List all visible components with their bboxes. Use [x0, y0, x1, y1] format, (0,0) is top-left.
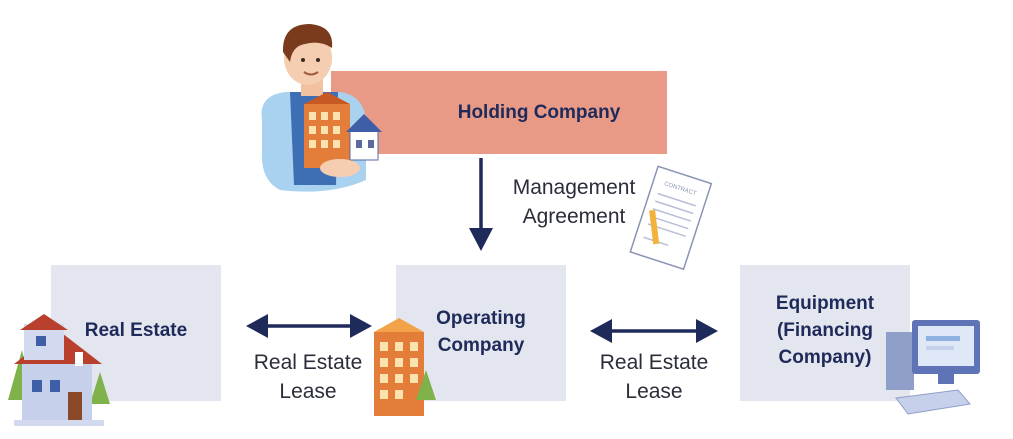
house-icon — [8, 314, 110, 426]
businessman-icon — [261, 24, 382, 192]
office-building-icon — [374, 318, 436, 416]
computer-icon — [886, 320, 980, 415]
operating-company-label: Operating Company — [436, 308, 526, 356]
equipment-label: Equipment (Financing Company) — [775, 293, 875, 368]
management-agreement-label: Management Agreement — [512, 176, 636, 228]
real-estate-lease-label-left: Real Estate Lease — [253, 351, 363, 403]
equipment-box: Equipment (Financing Company) — [740, 265, 910, 401]
lease-arrow-right — [590, 319, 718, 343]
real-estate-label: Real Estate — [84, 320, 188, 341]
management-arrow — [469, 158, 493, 251]
holding-company-label: Holding Company — [457, 102, 621, 123]
holding-company-box: Holding Company — [331, 71, 667, 154]
contract-icon: CONTRACT — [629, 165, 713, 271]
lease-arrow-left — [246, 314, 372, 338]
real-estate-lease-label-right: Real Estate Lease — [599, 351, 709, 403]
